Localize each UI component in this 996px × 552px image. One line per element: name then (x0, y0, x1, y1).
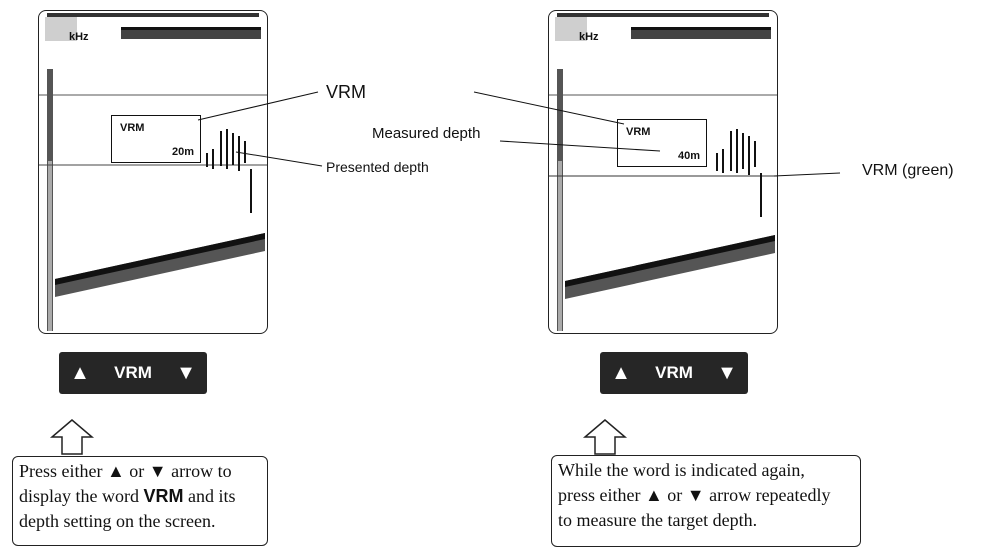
vrm-key-label: VRM (114, 363, 152, 382)
sounder-screen-left: kHz VRM 20m (38, 10, 268, 334)
down-arrow-icon[interactable]: ▼ (717, 362, 737, 384)
vrm-readout-box: VRM 20m (111, 115, 201, 163)
fish-school-echo (716, 129, 762, 217)
vrm-box-title: VRM (120, 122, 145, 134)
top-status-bar (557, 13, 769, 17)
instruction-note-left: Press either ▲ or ▼ arrow to display the… (12, 456, 268, 546)
signal-noise-block (555, 17, 587, 41)
measured-depth-callout: Measured depth (372, 125, 481, 142)
fish-school-echo (206, 129, 252, 213)
up-arrow-icon[interactable]: ▲ (611, 362, 631, 384)
note-line: display the word VRM and its (19, 484, 261, 509)
vrm-green-leader-line (773, 172, 841, 177)
down-arrow-icon[interactable]: ▼ (176, 362, 196, 384)
note-line: While the word is indicated again, (558, 460, 805, 480)
instruction-note-right: While the word is indicated again, press… (551, 455, 861, 547)
signal-noise-block (45, 17, 77, 41)
note-bold-word: VRM (143, 486, 184, 506)
presented-depth-leader-line (235, 151, 323, 167)
note-line: depth setting on the screen. (19, 511, 216, 531)
frequency-label: kHz (579, 31, 599, 43)
measured-depth-leader-line (499, 140, 661, 152)
keypad-right: ▲ VRM ▼ (600, 352, 748, 394)
presented-depth-callout: Presented depth (326, 159, 429, 175)
vrm-green-callout: VRM (green) (862, 162, 954, 179)
vrm-callout: VRM (326, 82, 366, 102)
note-text: and its (183, 486, 236, 506)
vrm-leader-line (197, 91, 319, 121)
note-line: press either ▲ or ▼ arrow repeatedly (558, 485, 831, 505)
frequency-label: kHz (69, 31, 89, 43)
hollow-up-arrow-icon (49, 419, 95, 455)
vrm-readout-box: VRM 40m (617, 119, 707, 167)
right-vrm-leader-line (473, 91, 625, 125)
top-status-bar (47, 13, 259, 17)
note-text: display the word (19, 486, 144, 506)
keypad-left: ▲ VRM ▼ (59, 352, 207, 394)
vrm-box-depth: 40m (677, 150, 700, 162)
hollow-up-arrow-icon (582, 419, 628, 455)
note-line: to measure the target depth. (558, 510, 758, 530)
up-arrow-icon[interactable]: ▲ (70, 362, 90, 384)
vrm-box-depth: 20m (171, 146, 194, 158)
echogram-left (39, 13, 267, 331)
vrm-box-title: VRM (626, 126, 651, 138)
echogram-right (549, 13, 777, 331)
vrm-key-label: VRM (655, 363, 693, 382)
note-line: Press either ▲ or ▼ arrow to (19, 461, 232, 481)
sounder-screen-right: kHz VRM 40m (548, 10, 778, 334)
